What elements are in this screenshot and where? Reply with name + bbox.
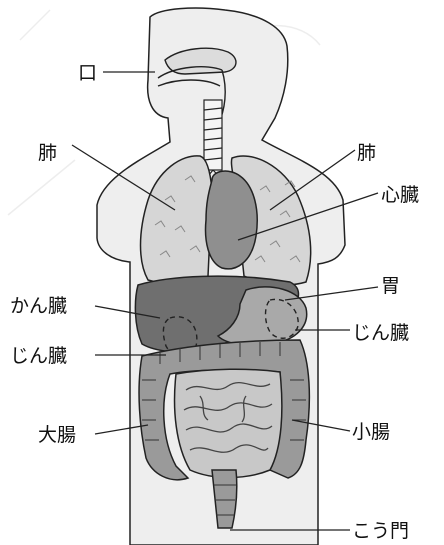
- label-kidney-left: じん臓: [10, 345, 67, 367]
- heart: [206, 171, 258, 269]
- label-mouth: 口: [78, 62, 97, 84]
- label-large-intestine: 大腸: [38, 424, 76, 446]
- label-stomach: 胃: [381, 275, 400, 297]
- label-small-intestine: 小腸: [352, 421, 390, 443]
- label-anus: こう門: [352, 520, 409, 542]
- label-lung-left: 肺: [38, 142, 57, 164]
- label-lung-right: 肺: [357, 142, 376, 164]
- label-kidney-right: じん臓: [352, 322, 409, 344]
- label-liver: かん臓: [10, 295, 67, 317]
- label-heart: 心臓: [381, 184, 419, 206]
